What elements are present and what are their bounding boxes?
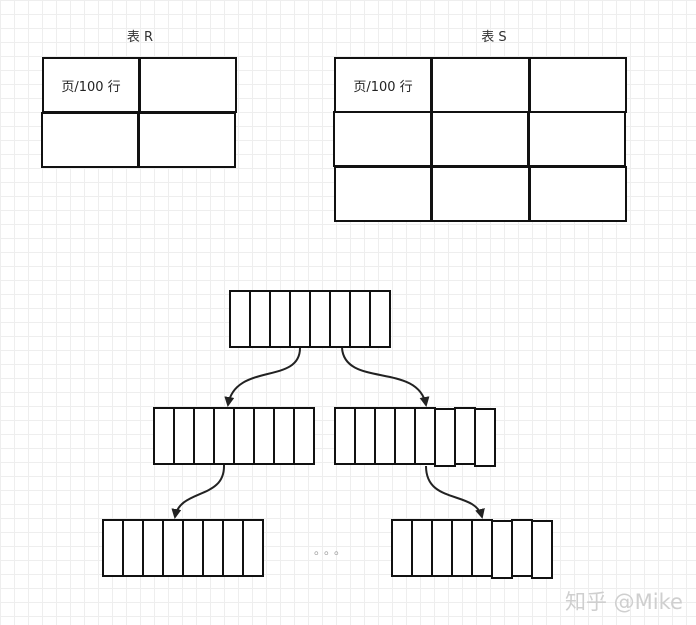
- arrow-root-to-left: [224, 347, 301, 407]
- page-row-slot: [491, 520, 513, 579]
- page-row-slot: [242, 519, 264, 577]
- page-row-slot: [142, 519, 164, 577]
- page-row-slot: [102, 519, 124, 577]
- page-row-slot: [354, 407, 376, 465]
- page-row-slot: [229, 290, 251, 348]
- page-row-slot: [162, 519, 184, 577]
- table-s-cell: [529, 166, 627, 222]
- table-s-cell: [529, 57, 627, 113]
- page-row-slot: [411, 519, 433, 577]
- watermark: 知乎 @Mike: [565, 590, 683, 614]
- page-row-slot: [269, 290, 291, 348]
- page-row-slot: [374, 407, 396, 465]
- page-row-slot: [454, 407, 476, 465]
- arrow-left-to-leaf: [171, 464, 226, 519]
- page-row-slot: [289, 290, 311, 348]
- table-r-cell: 页/100 行: [42, 57, 140, 113]
- page-row-slot: [474, 408, 496, 467]
- table-s-title: 表 S: [481, 30, 507, 45]
- table-r-cell: [139, 57, 237, 113]
- page-row-slot: [394, 407, 416, 465]
- page-row-slot: [202, 519, 224, 577]
- table-s-cell: [334, 166, 432, 222]
- table-s-cell: [431, 57, 530, 113]
- page-row-slot: [471, 519, 493, 577]
- arrow-root-to-right: [341, 347, 430, 407]
- page-row-slot: [293, 407, 315, 465]
- page-row-slot: [511, 519, 533, 577]
- page-row-slot: [391, 519, 413, 577]
- page-row-slot: [349, 290, 371, 348]
- page-row-slot: [369, 290, 391, 348]
- page-row-slot: [249, 290, 271, 348]
- page-row-slot: [309, 290, 331, 348]
- page-row-slot: [414, 407, 436, 465]
- arrow-right-to-leaf: [425, 465, 485, 519]
- table-r-cell: [138, 112, 236, 168]
- page-row-slot: [273, 407, 295, 465]
- page-row-slot: [451, 519, 473, 577]
- table-r-title: 表 R: [126, 30, 154, 45]
- page-row-slot: [431, 519, 453, 577]
- page-row-slot: [531, 520, 553, 579]
- page-row-slot: [153, 407, 175, 465]
- page-row-slot: [222, 519, 244, 577]
- page-row-slot: [193, 407, 215, 465]
- table-s-cell: [333, 111, 432, 167]
- table-s-cell: [431, 166, 530, 222]
- page-row-slot: [329, 290, 351, 348]
- table-s-cell: [528, 111, 626, 167]
- table-r-cell: [41, 112, 139, 168]
- table-s-cell: [431, 111, 529, 167]
- page-row-slot: [213, 407, 235, 465]
- page-row-slot: [253, 407, 275, 465]
- ellipsis: 。。。: [314, 543, 351, 557]
- page-row-slot: [233, 407, 255, 465]
- page-row-slot: [173, 407, 195, 465]
- page-row-slot: [434, 408, 456, 467]
- page-row-slot: [334, 407, 356, 465]
- page-row-slot: [182, 519, 204, 577]
- page-row-slot: [122, 519, 144, 577]
- table-s-cell: 页/100 行: [334, 57, 432, 113]
